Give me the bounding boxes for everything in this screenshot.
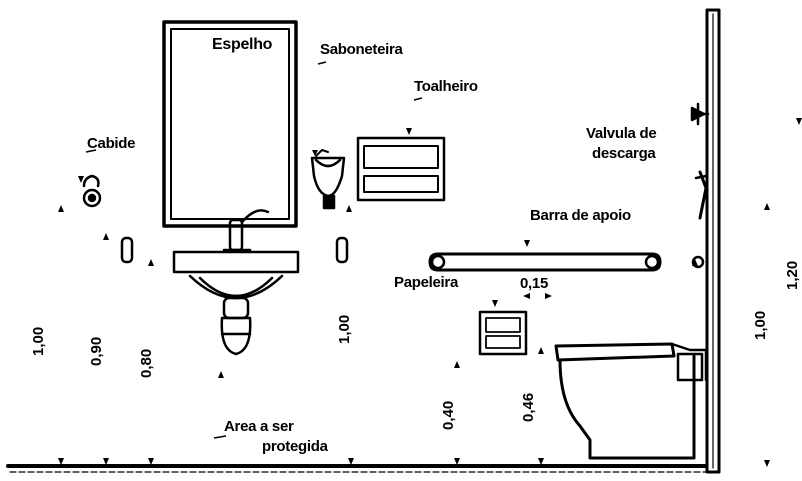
dimension-arrows (58, 118, 802, 467)
label-valvula-line1: Valvula de (586, 125, 657, 142)
dim-1-20: 1,20 (784, 260, 801, 290)
faucet (222, 209, 270, 252)
floor-line (6, 464, 716, 473)
toilet-paper-holder (478, 310, 528, 356)
flush-valve (690, 102, 710, 220)
label-valvula-line2: descarga (592, 145, 656, 162)
label-espelho: Espelho (212, 36, 273, 53)
dim-1-00-mid: 1,00 (336, 314, 353, 344)
sink (172, 250, 300, 356)
grab-bar (428, 252, 705, 272)
coat-hook (82, 174, 102, 208)
leader-marks (85, 61, 423, 439)
toilet (554, 342, 708, 460)
label-saboneteira: Saboneteira (320, 41, 403, 58)
dim-0-90: 0,90 (88, 336, 105, 366)
label-area-line2: protegida (262, 438, 328, 455)
wall (705, 8, 721, 474)
dim-0-40: 0,40 (440, 400, 457, 430)
label-cabide: Cabide (87, 135, 136, 152)
label-barra: Barra de apoio (530, 207, 631, 224)
wall-outlets (120, 236, 349, 264)
dim-0-15: 0,15 (520, 275, 548, 292)
dim-0-46: 0,46 (520, 392, 537, 422)
soap-dispenser (310, 149, 346, 210)
label-toalheiro: Toalheiro (414, 78, 478, 95)
towel-holder (356, 136, 446, 202)
dim-1-00-left: 1,00 (30, 326, 47, 356)
dim-1-00-right: 1,00 (752, 310, 769, 340)
dim-0-80: 0,80 (138, 348, 155, 378)
label-papeleira: Papeleira (394, 274, 459, 291)
label-area-line1: Area a ser (224, 418, 294, 435)
